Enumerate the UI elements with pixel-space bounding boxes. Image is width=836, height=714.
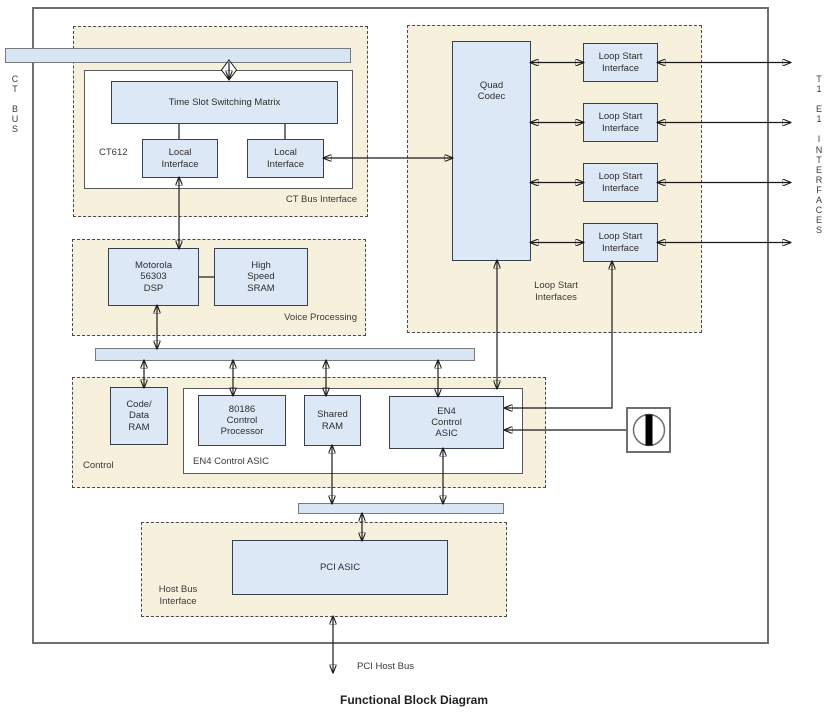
en4-control-asic-block: EN4 Control ASIC [389,396,504,449]
control-processor-80186-block: 80186 Control Processor [198,395,286,446]
local-interface-left-block: Local Interface [142,139,218,178]
loop-start-interface-block-3: Loop Start Interface [583,163,658,202]
voice-processing-region-label: Voice Processing [284,312,357,323]
clock-oscillator [626,407,671,453]
motorola-dsp-block: Motorola 56303 DSP [108,248,199,306]
high-speed-sram-block: High Speed SRAM [214,248,308,306]
shared-ram-block: Shared RAM [304,395,361,446]
ct-bus-interface-region-label: CT Bus Interface [285,194,357,205]
local-interface-right-block: Local Interface [247,139,324,178]
ct-bus-bar [5,48,351,63]
loop-start-interface-block-2: Loop Start Interface [583,103,658,142]
time-slot-switching-matrix-block: Time Slot Switching Matrix [111,81,338,124]
pci-host-bus-label: PCI Host Bus [357,661,415,672]
loop-start-interface-block-4: Loop Start Interface [583,223,658,262]
loop-start-interface-block-1: Loop Start Interface [583,43,658,82]
dsp-control-bus-bar [95,348,475,361]
loop-start-interfaces-region-label: Loop Start Interfaces [534,280,578,303]
t1-e1-interfaces-vertical-label: T 1 E 1 I N T E R F A C E S [815,74,823,236]
code-data-ram-block: Code/ Data RAM [110,387,168,445]
pci-asic-block: PCI ASIC [232,540,448,595]
page-title: Functional Block Diagram [339,693,489,707]
control-region-label: Control [83,460,114,471]
ct-bus-vertical-label: C T B U S [11,74,19,135]
board-outline [32,7,769,644]
host-bus-interface-region-label: Host Bus Interface [158,584,198,607]
en4-control-asic-group-label: EN4 Control ASIC [193,456,270,467]
clock-oscillator-icon [632,413,665,447]
ct612-chip-label: CT612 [99,147,128,158]
quad-codec-block: Quad Codec [452,41,531,261]
pci-local-bus-bar [298,503,504,514]
